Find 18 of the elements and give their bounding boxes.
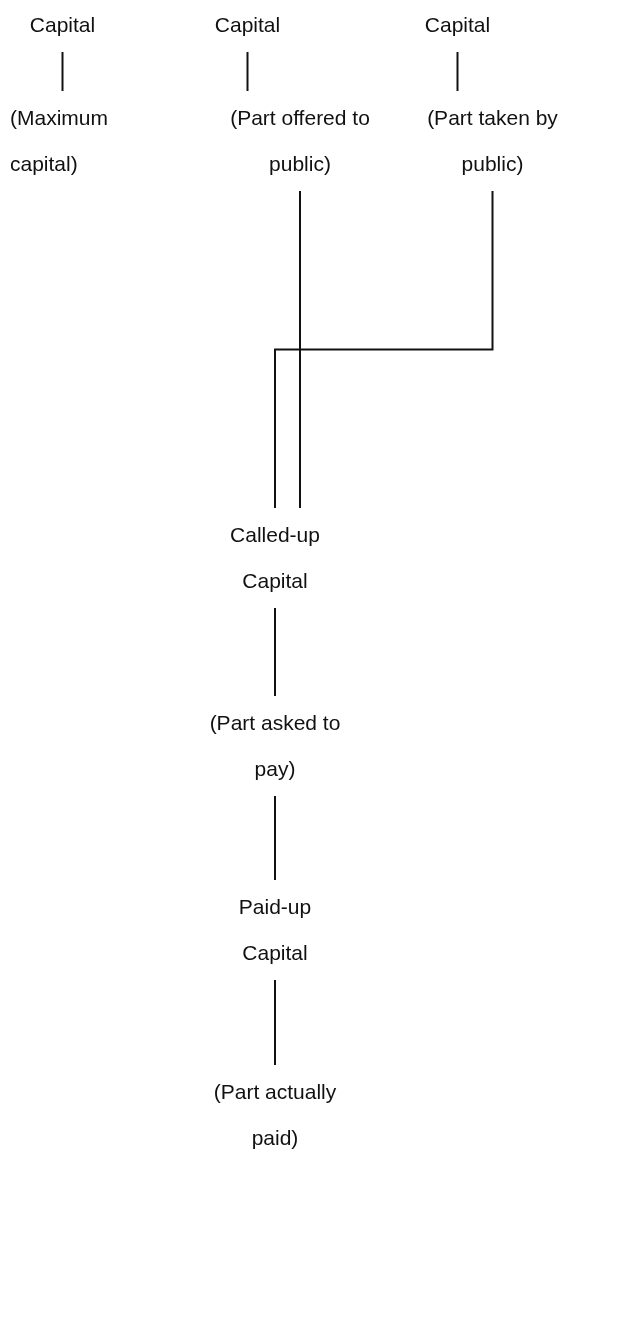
text-label: Capital bbox=[185, 2, 310, 48]
connector-line bbox=[299, 190, 301, 509]
connector-line bbox=[274, 607, 276, 697]
text-label: Paid-up Capital bbox=[210, 884, 340, 976]
text-label: (Part offered to public) bbox=[220, 95, 380, 187]
connector-line bbox=[456, 51, 459, 92]
connector-line bbox=[246, 51, 249, 92]
text-label: (Maximum capital) bbox=[10, 95, 140, 187]
connector-line bbox=[274, 795, 276, 881]
connector-line bbox=[274, 190, 494, 509]
text-label: Capital bbox=[395, 2, 520, 48]
connector-line bbox=[274, 979, 276, 1066]
connector-line bbox=[61, 51, 64, 92]
text-label: (Part taken by public) bbox=[420, 95, 565, 187]
text-label: (Part asked to pay) bbox=[205, 700, 345, 792]
text-label: Capital bbox=[0, 2, 125, 48]
text-label: (Part actually paid) bbox=[200, 1069, 350, 1161]
text-label: Called-up Capital bbox=[210, 512, 340, 604]
